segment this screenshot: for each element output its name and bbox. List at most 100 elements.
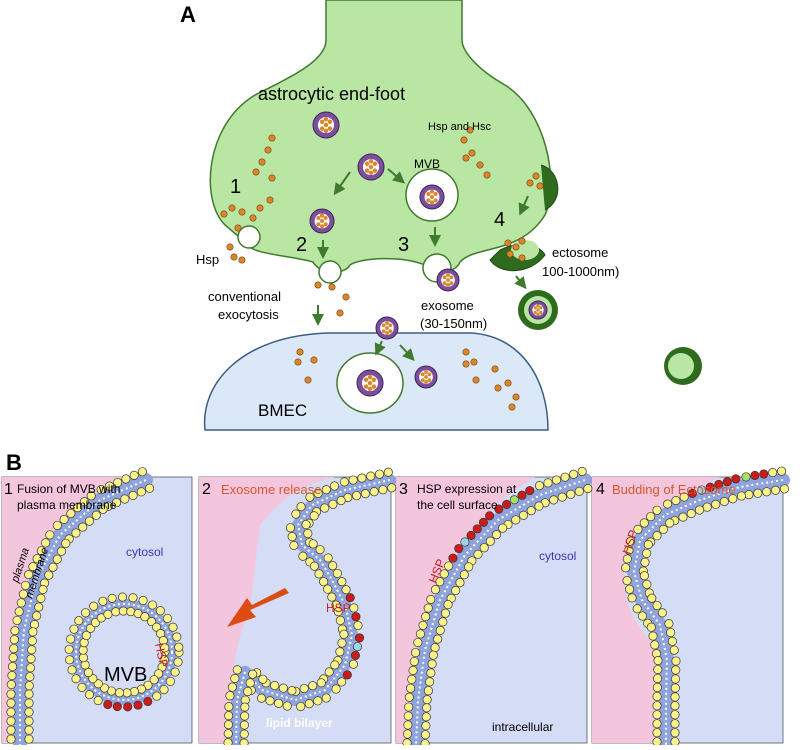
mvb-cargo-particle: [536, 312, 540, 316]
lipid-head-inner: [165, 676, 175, 686]
hsp-particle: [294, 358, 302, 366]
lipid-head-inner: [155, 606, 165, 616]
subpanel-4-number: 4: [596, 481, 605, 498]
mvb-cargo-particle: [363, 377, 369, 382]
lipid-head-inner: [24, 689, 34, 699]
subpanel-3-title-line2: the cell surface: [417, 498, 498, 512]
subpanel-4-title: Budding of Ectosome: [612, 482, 736, 497]
lipid-head-inner: [323, 553, 333, 563]
lipid-head-outer: [154, 669, 164, 679]
lipid-head-inner: [304, 699, 314, 709]
lipid-head-inner: [27, 636, 37, 646]
lipid-head-inner: [328, 499, 338, 509]
lipid-head-outer: [327, 592, 337, 602]
lipid-head-inner: [152, 691, 162, 701]
hsp-particle: [220, 210, 228, 218]
lipid-head-inner: [337, 677, 347, 687]
hsp-particle: [466, 126, 474, 134]
lipid-head-inner: [670, 728, 680, 738]
mvb-cargo-particle: [420, 378, 425, 382]
lipid-head-inner: [69, 624, 79, 634]
subpanel-3-extracellular: [396, 477, 535, 743]
lipid-head-outer: [374, 469, 385, 479]
lipid-head-outer: [321, 485, 331, 495]
lipid-head-inner: [639, 571, 649, 581]
astrocytic-end-foot: [209, 0, 552, 273]
lipid-head-inner: [240, 711, 250, 721]
hsp-particle: [264, 146, 272, 154]
lipid-head-inner: [107, 593, 117, 603]
lipid-head-inner: [128, 593, 138, 603]
lipid-head-outer: [731, 474, 741, 484]
mvb-cargo-particle: [367, 374, 373, 380]
mvb-cargo-particle: [433, 198, 438, 203]
hsp-particle: [468, 149, 476, 157]
lipid-head-inner: [315, 545, 325, 555]
subpanel-1-title-line2: plasma membrane: [17, 498, 117, 512]
step-4-label: 4: [494, 209, 505, 231]
mvb-cargo-particle: [316, 215, 321, 221]
mvb-cargo-particle: [323, 215, 328, 221]
lipid-head-outer: [335, 647, 345, 657]
lipid-head-outer: [485, 511, 495, 521]
hsp-particle: [504, 239, 512, 247]
lipid-head-inner: [574, 486, 584, 496]
lipid-head-inner: [779, 484, 789, 494]
mvb-cargo-particle: [536, 308, 540, 312]
lipid-head-outer: [652, 673, 663, 684]
lipid-head-outer: [287, 686, 297, 696]
lipid-head-inner: [48, 562, 58, 572]
lipid-head-inner: [420, 739, 430, 749]
lipid-head-outer: [305, 492, 315, 502]
lipid-head-outer: [646, 622, 656, 632]
hsp-particle: [342, 293, 350, 301]
lipid-head-inner: [274, 698, 284, 708]
lipid-head-outer: [639, 518, 649, 528]
lipid-head-outer: [502, 499, 512, 509]
subpanel-1-number: 1: [4, 481, 13, 498]
lipid-head-outer: [410, 648, 421, 658]
mvb-cargo-particle: [539, 310, 543, 315]
lipid-head-inner: [321, 693, 331, 703]
lipid-head-inner: [239, 729, 249, 739]
lipid-head-inner: [25, 663, 36, 673]
lipid-head-outer: [366, 471, 376, 481]
hsp-particle: [494, 384, 502, 392]
lipid-head-inner: [353, 620, 363, 631]
lipid-head-inner: [162, 613, 172, 623]
subpanel-3-intracellular: intracellular: [492, 720, 553, 734]
mvb-cargo-particle: [363, 384, 369, 389]
lipid-head-inner: [657, 608, 667, 618]
lipid-head-outer: [114, 688, 125, 698]
lipid-head-outer: [6, 679, 16, 690]
lipid-head-inner: [479, 543, 489, 553]
ectosome-size-label: 100-1000nm): [542, 264, 619, 279]
lipid-head-inner: [485, 536, 495, 546]
lipid-head-outer: [478, 517, 488, 527]
lipid-head-inner: [128, 490, 138, 500]
release-arrow: [227, 588, 289, 627]
lipid-head-outer: [323, 584, 333, 594]
lipid-head-inner: [112, 702, 122, 712]
lipid-head-inner: [332, 568, 342, 578]
lipid-head-inner: [239, 720, 249, 730]
lipid-head-inner: [422, 703, 432, 713]
lipid-head-outer: [622, 554, 632, 564]
mvb-cargo-particle: [319, 213, 325, 218]
lipid-head-outer: [551, 475, 562, 485]
lipid-head-outer: [357, 473, 367, 483]
lipid-head-outer: [122, 688, 132, 698]
mvb-cargo-particle: [372, 168, 378, 173]
hsp-particle: [310, 356, 318, 364]
lipid-head-outer: [7, 662, 18, 672]
lipid-head-outer: [652, 719, 662, 729]
lipid-head-inner: [89, 601, 99, 611]
mvb-cargo-particle: [426, 191, 431, 197]
lipid-head-outer: [637, 611, 647, 621]
lipid-head-outer: [633, 524, 643, 534]
lipid-head-inner: [24, 681, 34, 691]
mvb-vesicle: [375, 316, 399, 340]
lipid-head-outer: [73, 503, 83, 513]
lipid-head-inner: [93, 695, 103, 706]
lipid-head-outer: [415, 629, 425, 639]
